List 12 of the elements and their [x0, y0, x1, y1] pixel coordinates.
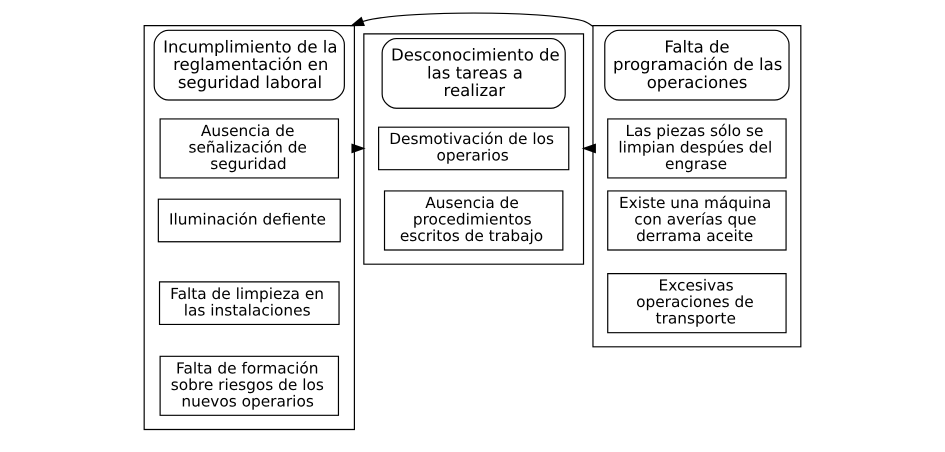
- arrow: [350, 12, 594, 27]
- node-box: Iluminación defiente: [158, 198, 341, 242]
- node-box: Ausencia de señalización de seguridad: [160, 118, 340, 179]
- node-box: Excesivas operaciones de transporte: [607, 273, 787, 334]
- node-box: Desmotivación de los operarios: [378, 126, 570, 170]
- arrow: [582, 143, 596, 154]
- node-box: Las piezas sólo se limpian despúes del engrase: [607, 118, 787, 179]
- node-box: Ausencia de procedimientos escritos de trabajo: [384, 190, 564, 251]
- arrow: [351, 143, 366, 154]
- node-box: Falta de formación sobre riesgos de los nuevos operarios: [160, 356, 340, 416]
- node-box: Existe una máquina con averías que derrama aceite: [607, 190, 787, 251]
- node-box: Falta de limpieza en las instalaciones: [158, 281, 340, 325]
